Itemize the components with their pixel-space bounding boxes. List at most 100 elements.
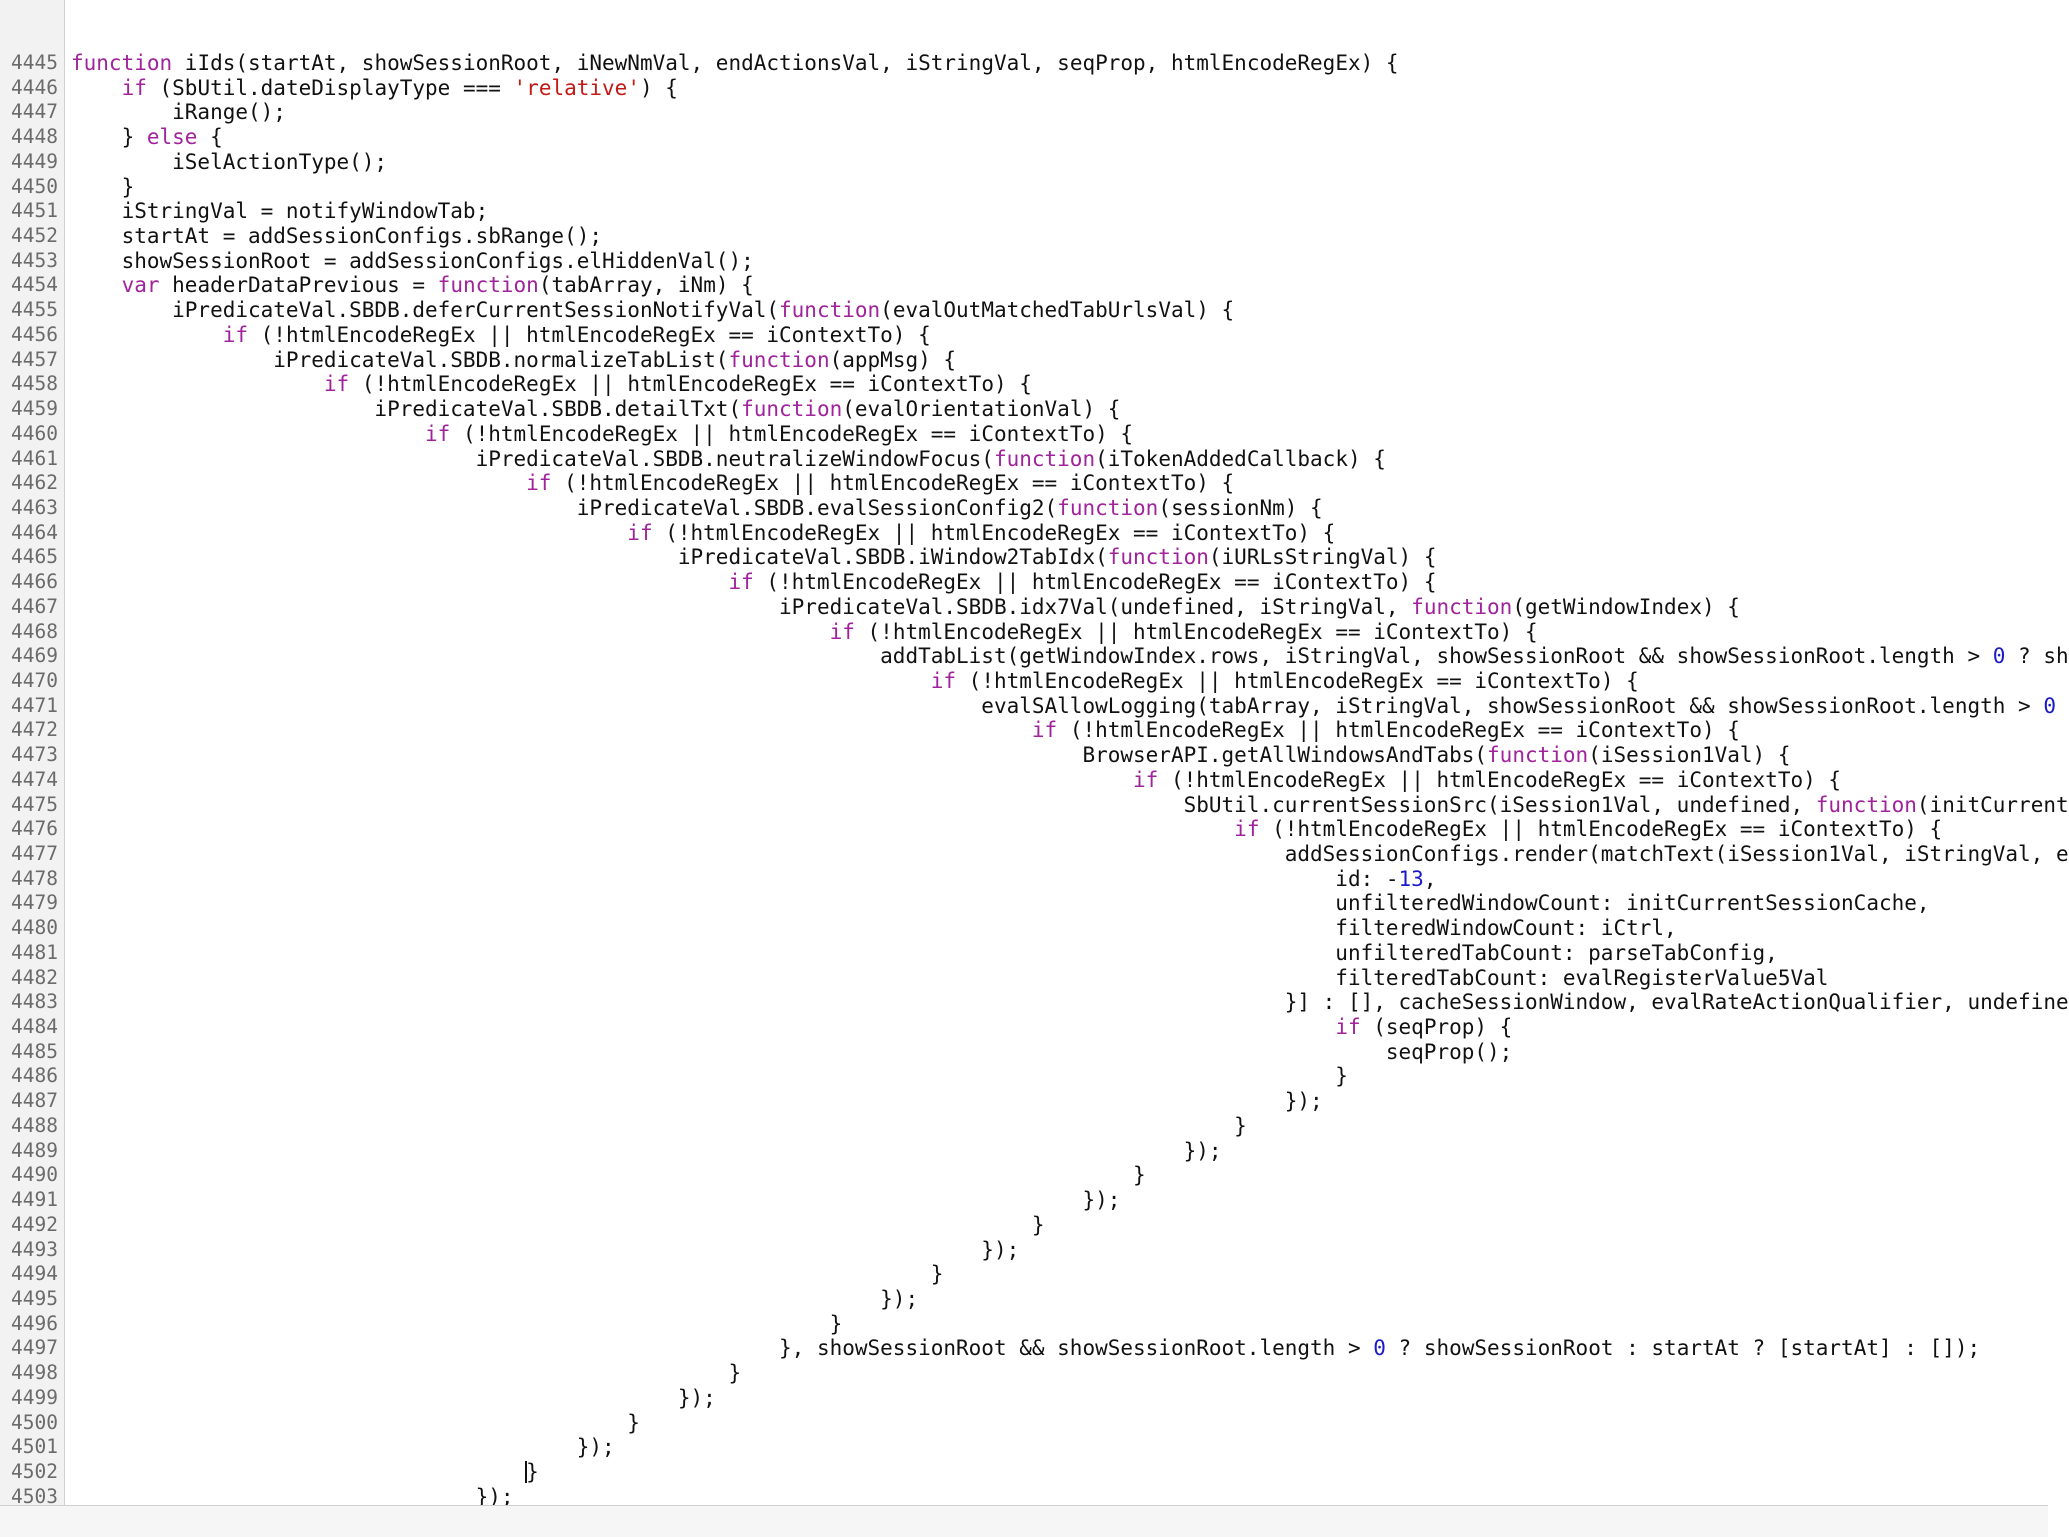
code-line[interactable]: 4449 iSelActionType(); bbox=[0, 150, 2048, 175]
code-line[interactable]: 4490 } bbox=[0, 1163, 2048, 1188]
code-line[interactable]: 4463 iPredicateVal.SBDB.evalSessionConfi… bbox=[0, 496, 2048, 521]
code-line[interactable]: 4458 if (!htmlEncodeRegEx || htmlEncodeR… bbox=[0, 372, 2048, 397]
code-line[interactable]: 4498 } bbox=[0, 1361, 2048, 1386]
code-line[interactable]: 4497 }, showSessionRoot && showSessionRo… bbox=[0, 1336, 2048, 1361]
code-line[interactable]: 4476 if (!htmlEncodeRegEx || htmlEncodeR… bbox=[0, 817, 2048, 842]
code-text: }); bbox=[71, 1435, 615, 1460]
code-token bbox=[71, 323, 223, 347]
code-line[interactable]: 4491 }); bbox=[0, 1188, 2048, 1213]
code-token: ) { bbox=[639, 75, 678, 100]
code-token: (evalOrientationVal) { bbox=[842, 397, 1121, 422]
code-text: evalSAllowLogging(tabArray, iStringVal, … bbox=[71, 694, 2056, 719]
line-number: 4472 bbox=[11, 718, 58, 742]
code-line[interactable]: 4488 } bbox=[0, 1114, 2048, 1139]
code-token bbox=[71, 1015, 1335, 1039]
code-line[interactable]: 4492 } bbox=[0, 1213, 2048, 1238]
code-line[interactable]: 4501 }); bbox=[0, 1435, 2048, 1460]
code-line[interactable]: 4455 iPredicateVal.SBDB.deferCurrentSess… bbox=[0, 298, 2048, 323]
horizontal-scrollbar[interactable] bbox=[0, 1505, 2048, 1537]
code-line[interactable]: 4484 if (seqProp) { bbox=[0, 1015, 2048, 1040]
code-line[interactable]: 4493 }); bbox=[0, 1238, 2048, 1263]
code-line[interactable]: 4446 if (SbUtil.dateDisplayType === 'rel… bbox=[0, 76, 2048, 101]
code-line[interactable]: 4495 }); bbox=[0, 1287, 2048, 1312]
code-text: BrowserAPI.getAllWindowsAndTabs(function… bbox=[71, 743, 1790, 768]
code-token: seqProp(); bbox=[71, 1039, 1513, 1064]
line-number: 4474 bbox=[11, 767, 58, 791]
code-line[interactable]: 4462 if (!htmlEncodeRegEx || htmlEncodeR… bbox=[0, 471, 2048, 496]
line-number: 4489 bbox=[11, 1138, 58, 1162]
code-text: iStringVal = notifyWindowTab; bbox=[71, 199, 489, 224]
keyword: else bbox=[146, 125, 198, 150]
line-number: 4490 bbox=[11, 1163, 58, 1187]
code-token: SbUtil.currentSessionSrc(iSession1Val, u… bbox=[71, 792, 1816, 817]
code-line[interactable]: 4499 }); bbox=[0, 1386, 2048, 1411]
code-line[interactable]: 4459 iPredicateVal.SBDB.detailTxt(functi… bbox=[0, 397, 2048, 422]
code-token: iPredicateVal.SBDB.deferCurrentSessionNo… bbox=[71, 298, 780, 323]
code-line[interactable]: 4487 }); bbox=[0, 1089, 2048, 1114]
keyword: function bbox=[1815, 792, 1917, 817]
code-line[interactable]: 4466 if (!htmlEncodeRegEx || htmlEncodeR… bbox=[0, 570, 2048, 595]
code-line[interactable]: 4479 unfilteredWindowCount: initCurrentS… bbox=[0, 891, 2048, 916]
code-line[interactable]: 4474 if (!htmlEncodeRegEx || htmlEncodeR… bbox=[0, 768, 2048, 793]
code-line[interactable]: 4496 } bbox=[0, 1312, 2048, 1337]
code-line[interactable]: 4494 } bbox=[0, 1262, 2048, 1287]
code-line[interactable]: 4456 if (!htmlEncodeRegEx || htmlEncodeR… bbox=[0, 323, 2048, 348]
code-line[interactable]: 4483 }] : [], cacheSessionWindow, evalRa… bbox=[0, 990, 2069, 1015]
code-text: if (!htmlEncodeRegEx || htmlEncodeRegEx … bbox=[71, 620, 1538, 645]
code-text: addSessionConfigs.render(matchText(iSess… bbox=[71, 842, 2069, 867]
code-line[interactable]: 4482 filteredTabCount: evalRegisterValue… bbox=[0, 966, 2048, 991]
code-line[interactable]: 4473 BrowserAPI.getAllWindowsAndTabs(fun… bbox=[0, 743, 2048, 768]
code-line[interactable]: 4477 addSessionConfigs.render(matchText(… bbox=[0, 842, 2069, 867]
code-line[interactable]: 4457 iPredicateVal.SBDB.normalizeTabList… bbox=[0, 348, 2048, 373]
code-line[interactable]: 4480 filteredWindowCount: iCtrl, bbox=[0, 916, 2048, 941]
code-token: showSessionRoot = addSessionConfigs.elHi… bbox=[71, 248, 754, 273]
code-line[interactable]: 4450 } bbox=[0, 175, 2048, 200]
line-number: 4479 bbox=[11, 891, 58, 915]
code-line[interactable]: 4469 addTabList(getWindowIndex.rows, iSt… bbox=[0, 644, 2069, 669]
code-line[interactable]: 4467 iPredicateVal.SBDB.idx7Val(undefine… bbox=[0, 595, 2048, 620]
line-number: 4498 bbox=[11, 1361, 58, 1385]
code-line[interactable]: 4486 } bbox=[0, 1064, 2048, 1089]
code-token bbox=[71, 669, 931, 693]
code-line[interactable]: 4461 iPredicateVal.SBDB.neutralizeWindow… bbox=[0, 447, 2048, 472]
code-line[interactable]: 4465 iPredicateVal.SBDB.iWindow2TabIdx(f… bbox=[0, 545, 2048, 570]
code-line[interactable]: 4471 evalSAllowLogging(tabArray, iString… bbox=[0, 694, 2056, 719]
code-line[interactable]: 4447 iRange(); bbox=[0, 100, 2048, 125]
code-line[interactable]: 4485 seqProp(); bbox=[0, 1040, 2048, 1065]
code-text: function iIds(startAt, showSessionRoot, … bbox=[71, 51, 1399, 76]
keyword: if bbox=[1133, 767, 1159, 792]
line-number: 4494 bbox=[11, 1262, 58, 1286]
code-line[interactable]: 4451 iStringVal = notifyWindowTab; bbox=[0, 199, 2048, 224]
code-line[interactable]: 4448 } else { bbox=[0, 125, 2048, 150]
code-line[interactable]: 4481 unfilteredTabCount: parseTabConfig, bbox=[0, 941, 2048, 966]
code-token bbox=[71, 718, 1032, 742]
code-text: if (!htmlEncodeRegEx || htmlEncodeRegEx … bbox=[71, 669, 1639, 694]
code-line[interactable]: 4454 var headerDataPrevious = function(t… bbox=[0, 273, 2048, 298]
code-line[interactable]: 4460 if (!htmlEncodeRegEx || htmlEncodeR… bbox=[0, 422, 2048, 447]
code-line[interactable]: 4472 if (!htmlEncodeRegEx || htmlEncodeR… bbox=[0, 718, 2048, 743]
line-number: 4503 bbox=[11, 1484, 58, 1508]
line-number: 4466 bbox=[11, 570, 58, 594]
line-number: 4456 bbox=[11, 322, 58, 346]
code-line[interactable]: 4468 if (!htmlEncodeRegEx || htmlEncodeR… bbox=[0, 620, 2048, 645]
code-line[interactable]: 4489 }); bbox=[0, 1139, 2048, 1164]
code-line[interactable]: 4470 if (!htmlEncodeRegEx || htmlEncodeR… bbox=[0, 669, 2048, 694]
code-line[interactable]: 4478 id: -13, bbox=[0, 867, 2048, 892]
code-line[interactable]: 4500 } bbox=[0, 1411, 2048, 1436]
code-line[interactable]: 4453 showSessionRoot = addSessionConfigs… bbox=[0, 249, 2048, 274]
code-text: seqProp(); bbox=[71, 1040, 1512, 1065]
code-line[interactable]: 4464 if (!htmlEncodeRegEx || htmlEncodeR… bbox=[0, 521, 2048, 546]
line-number: 4451 bbox=[11, 199, 58, 223]
code-line[interactable]: 4452 startAt = addSessionConfigs.sbRange… bbox=[0, 224, 2048, 249]
code-line[interactable]: 4502 } bbox=[0, 1460, 2048, 1485]
code-token: iPredicateVal.SBDB.evalSessionConfig2( bbox=[71, 495, 1058, 520]
code-line[interactable]: 4475 SbUtil.currentSessionSrc(iSession1V… bbox=[0, 792, 2069, 818]
keyword: if bbox=[323, 372, 350, 397]
code-token bbox=[71, 768, 1133, 792]
code-token: filteredWindowCount: iCtrl, bbox=[71, 916, 1677, 941]
code-line[interactable]: 4503 }); bbox=[0, 1485, 2048, 1510]
